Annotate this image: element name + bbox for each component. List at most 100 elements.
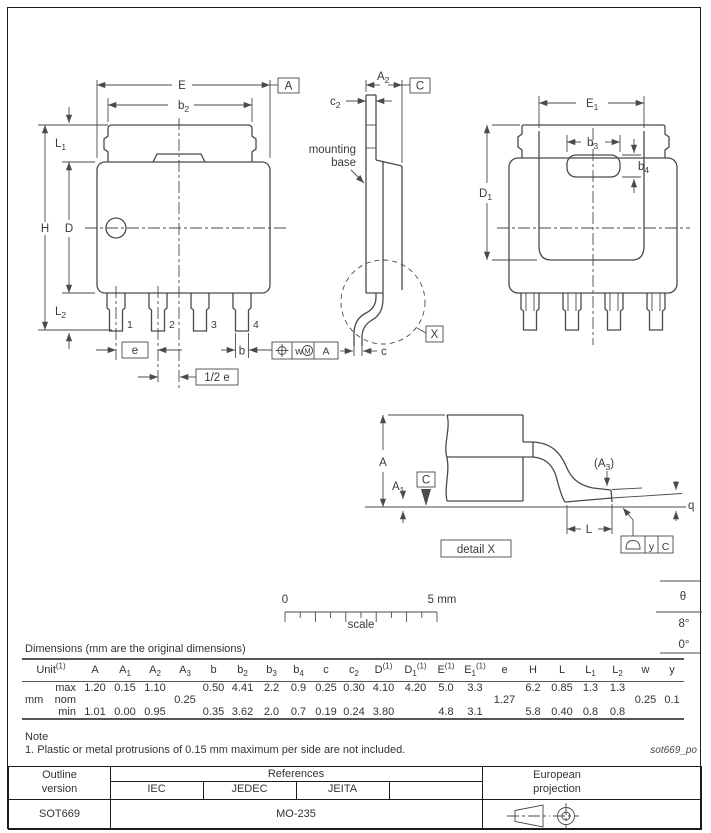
dim-value-cell: 6.2 (525, 682, 541, 694)
dim-value-cell (460, 694, 490, 706)
dim-column-header: A (91, 664, 99, 676)
dim-value-cell (140, 694, 170, 706)
dim-value-cell (312, 694, 340, 706)
dim-value-cell: 0.35 (202, 706, 225, 718)
dim-value-cell (660, 682, 684, 695)
dim-value-cell (227, 694, 258, 706)
dim-value-cell: 4.20 (404, 682, 427, 694)
title-block-divider (389, 781, 390, 799)
dim-value-cell: 5.0 (438, 682, 454, 694)
dim-value-cell (490, 682, 519, 695)
dim-column-header: H (529, 664, 537, 676)
dim-value-cell: 0.19 (315, 706, 337, 718)
dim-value-cell (110, 694, 140, 706)
dim-value-cell: 1.20 (84, 682, 106, 694)
dim-value-cell (490, 706, 519, 719)
dim-column-header: b (210, 664, 217, 676)
dim-column-header: L1 (585, 664, 596, 679)
dim-value-cell: 0.95 (144, 706, 166, 718)
dim-column-header: A2 (149, 664, 161, 679)
dim-column-header: L (558, 664, 566, 676)
row-label: min (58, 706, 76, 718)
dim-value-cell: 0.8 (582, 706, 599, 718)
projection-header-line2: projection (533, 783, 581, 795)
dim-value-cell (519, 694, 547, 706)
dim-value-cell: 0.25 (315, 682, 337, 694)
dim-table-row: nom 0.25 1.27 0.25 0.1 (22, 694, 684, 706)
jedec-reference-value: MO-235 (276, 808, 316, 820)
dim-value-cell: 3.1 (467, 706, 483, 718)
dim-value-cell: 0.24 (343, 706, 365, 718)
jeita-header: JEITA (327, 783, 358, 795)
outline-version-header-line2: version (41, 783, 78, 795)
dim-value-cell: 0.8 (609, 706, 626, 718)
dim-column-header: A3 (179, 664, 191, 679)
outline-version-value: SOT669 (39, 808, 80, 820)
title-block-divider (482, 767, 483, 829)
dim-value-cell (258, 694, 285, 706)
dim-value-cell: 1.01 (84, 706, 106, 718)
title-block-divider (110, 767, 111, 829)
dim-value-cell (399, 706, 432, 719)
dim-value-cell (170, 706, 200, 719)
dim-value-cell (604, 694, 631, 706)
dim-value-cell (399, 694, 432, 706)
dim-column-header: A1 (119, 664, 131, 679)
dim-value-cell: 1.3 (582, 682, 599, 694)
dim-value-cell: 1.3 (609, 682, 626, 694)
iec-header: IEC (147, 783, 166, 795)
dim-column-header: b4 (293, 664, 304, 679)
dim-value-cell: 0.1 (664, 694, 680, 706)
dim-value-cell (170, 682, 200, 695)
dim-value-cell: 1.27 (493, 694, 516, 706)
page-border (7, 7, 701, 829)
dim-value-cell: 0.25 (634, 694, 657, 706)
dim-value-cell (285, 694, 312, 706)
row-label: nom (54, 694, 76, 706)
row-label: max (55, 682, 76, 694)
dim-column-header: b3 (266, 664, 277, 679)
title-block-divider (296, 781, 297, 799)
dimensions-caption: Dimensions (mm are the original dimensio… (25, 643, 246, 655)
title-block: Outline version References IEC JEDEC JEI… (8, 766, 702, 830)
title-block-divider (9, 799, 701, 800)
references-header: References (267, 768, 325, 780)
dim-value-cell: 0.9 (290, 682, 307, 694)
unit-value: mm (25, 694, 44, 706)
title-block-divider (203, 781, 204, 799)
dim-value-cell: 0.25 (174, 694, 196, 706)
dim-value-cell: 4.8 (438, 706, 454, 718)
note-text: 1. Plastic or metal protrusions of 0.15 … (25, 744, 406, 756)
dim-value-cell: 0.15 (114, 682, 136, 694)
dim-value-cell (340, 694, 368, 706)
dim-value-cell (432, 694, 460, 706)
drawing-reference-code: sot669_po (650, 745, 697, 756)
dim-column-header: w (641, 664, 650, 676)
dim-value-cell: 0.30 (343, 682, 365, 694)
dim-column-header: E(1) (437, 661, 455, 676)
dim-value-cell (80, 694, 110, 706)
dim-value-cell: 2.2 (263, 682, 280, 694)
jedec-header: JEDEC (231, 783, 268, 795)
dim-value-cell: 0.00 (114, 706, 136, 718)
dim-value-cell: 2.0 (263, 706, 280, 718)
dim-value-cell: 4.10 (372, 682, 395, 694)
dim-column-header: D(1) (374, 661, 393, 676)
dim-column-header: D1(1) (404, 661, 427, 679)
dim-column-header: y (669, 664, 675, 676)
dim-column-header: E1(1) (464, 661, 486, 679)
dim-value-cell: 1.10 (144, 682, 166, 694)
dim-column-header: L2 (612, 664, 623, 679)
dim-value-cell (660, 706, 684, 719)
dim-value-cell (577, 694, 604, 706)
dim-column-header: c (323, 664, 329, 676)
dim-value-cell (200, 694, 227, 706)
dim-value-cell (631, 706, 660, 719)
outline-version-header-line1: Outline (42, 769, 77, 781)
dim-value-cell (547, 694, 577, 706)
dim-value-cell (631, 682, 660, 695)
